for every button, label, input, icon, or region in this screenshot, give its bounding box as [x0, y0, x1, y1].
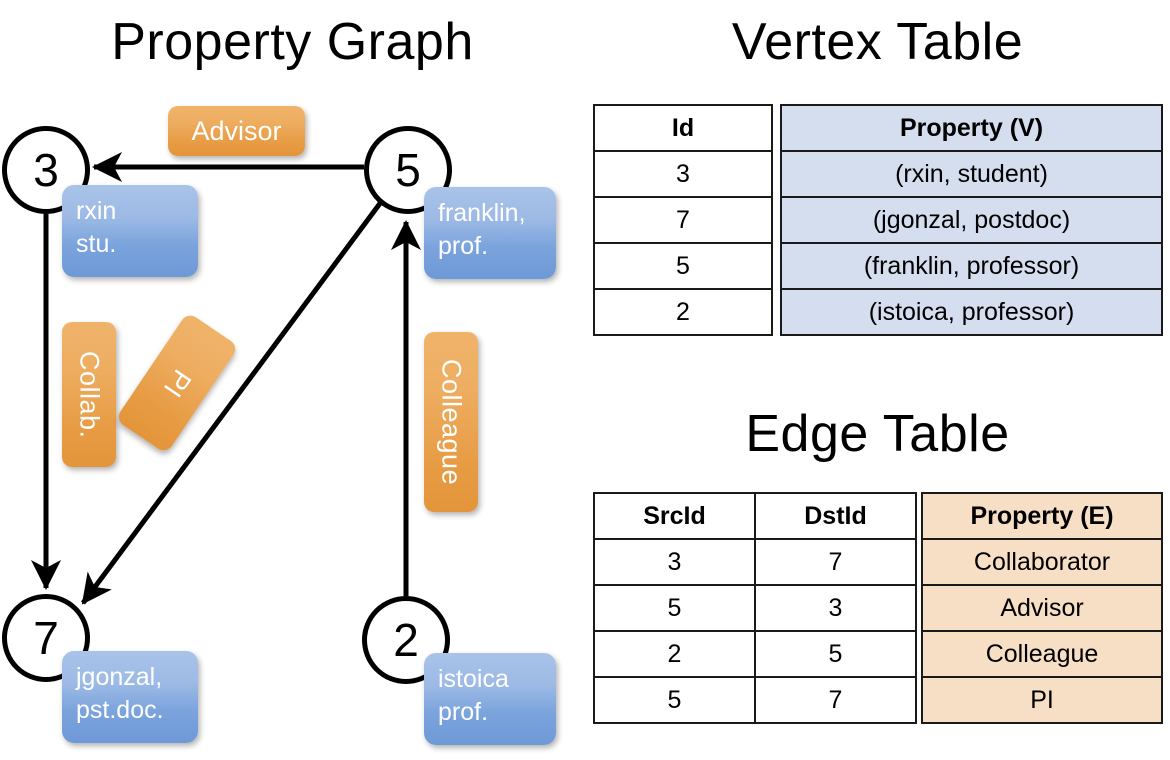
vertex-table-property-column: Property (V) (rxin, student) (jgonzal, p…: [780, 104, 1163, 336]
edge-label-advisor-text: Advisor: [191, 115, 282, 146]
node-property-box-2: istoica prof.: [424, 653, 556, 745]
edge-dstid-cell: 5: [754, 630, 917, 678]
edge-table-id-columns: SrcId DstId 3 7 5 3 2 5 5 7: [593, 492, 917, 724]
table-row: 7: [593, 196, 773, 244]
graph-node-2-id: 2: [393, 614, 419, 666]
vertex-id-cell: 2: [593, 288, 773, 336]
edge-line-5-to-7: [80, 200, 384, 605]
vertex-property-cell: (rxin, student): [780, 150, 1163, 198]
vertex-id-cell: 3: [593, 150, 773, 198]
node-property-7-line1: jgonzal,: [76, 663, 163, 691]
table-row: (istoica, professor): [780, 288, 1163, 336]
page-title-property-graph: Property Graph: [111, 13, 474, 71]
node-property-5-line2: prof.: [438, 232, 489, 260]
node-property-7-line2: pst.doc.: [76, 696, 164, 724]
table-row: 3: [593, 150, 773, 198]
table-row: 5 7: [593, 676, 917, 724]
node-property-3-line1: rxin: [76, 197, 117, 225]
edge-property-cell: Colleague: [921, 630, 1163, 678]
node-property-2-line2: prof.: [438, 698, 489, 726]
edge-label-advisor: Advisor: [168, 106, 305, 156]
property-graph-diagram: Advisor Collab. PI Colleague 3 5 7 2 rxi…: [2, 106, 556, 745]
vertex-table-id-column: Id 3 7 5 2: [593, 104, 773, 336]
vertex-id-cell: 5: [593, 242, 773, 290]
edge-property-cell: Collaborator: [921, 538, 1163, 586]
table-row: Colleague: [921, 630, 1163, 678]
table-row: Collaborator: [921, 538, 1163, 586]
node-property-5-line1: franklin,: [438, 199, 526, 227]
graph-node-5-id: 5: [395, 144, 421, 196]
edge-table-header-dstid: DstId: [754, 492, 917, 540]
edge-dstid-cell: 7: [754, 538, 917, 586]
table-header-row: Property (E): [921, 492, 1163, 540]
node-property-box-5: franklin, prof.: [424, 187, 556, 279]
edge-srcid-cell: 5: [593, 584, 756, 632]
edge-table-header-srcid: SrcId: [593, 492, 756, 540]
edge-dstid-cell: 7: [754, 676, 917, 724]
vertex-table-header-id: Id: [593, 104, 773, 152]
edge-srcid-cell: 2: [593, 630, 756, 678]
table-row: 3 7: [593, 538, 917, 586]
node-property-2-line1: istoica: [438, 665, 509, 693]
table-row: (rxin, student): [780, 150, 1163, 198]
edge-dstid-cell: 3: [754, 584, 917, 632]
edge-label-collab-text: Collab.: [74, 350, 105, 439]
node-property-box-7: jgonzal, pst.doc.: [62, 651, 198, 743]
page-title-vertex-table: Vertex Table: [731, 13, 1024, 71]
table-row: PI: [921, 676, 1163, 724]
edge-srcid-cell: 3: [593, 538, 756, 586]
node-property-3-line2: stu.: [76, 230, 117, 258]
graph-node-2[interactable]: 2: [362, 596, 450, 684]
edge-srcid-cell: 5: [593, 676, 756, 724]
vertex-id-cell: 7: [593, 196, 773, 244]
table-row: Advisor: [921, 584, 1163, 632]
edge-table-property-column: Property (E) Collaborator Advisor Collea…: [921, 492, 1163, 724]
vertex-property-cell: (jgonzal, postdoc): [780, 196, 1163, 244]
graph-node-7-id: 7: [33, 612, 59, 664]
edge-label-collab: Collab.: [62, 322, 116, 467]
graph-node-5[interactable]: 5: [364, 126, 452, 214]
edge-label-colleague-text: Colleague: [436, 358, 467, 486]
table-row: (jgonzal, postdoc): [780, 196, 1163, 244]
edge-label-pi-text: PI: [157, 363, 198, 403]
edge-property-cell: Advisor: [921, 584, 1163, 632]
table-header-row: SrcId DstId: [593, 492, 917, 540]
page-title-edge-table: Edge Table: [745, 405, 1010, 463]
node-property-box-3: rxin stu.: [62, 185, 198, 277]
table-row: 5: [593, 242, 773, 290]
edge-property-cell: PI: [921, 676, 1163, 724]
vertex-property-cell: (franklin, professor): [780, 242, 1163, 290]
table-row: (franklin, professor): [780, 242, 1163, 290]
table-row: 5 3: [593, 584, 917, 632]
vertex-table-header-property: Property (V): [780, 104, 1163, 152]
table-row: 2 5: [593, 630, 917, 678]
edge-table-header-property: Property (E): [921, 492, 1163, 540]
table-header-row: Property (V): [780, 104, 1163, 152]
graph-edges-svg: [31, 152, 421, 605]
edge-label-colleague: Colleague: [424, 332, 478, 512]
graph-node-3-id: 3: [33, 144, 59, 196]
vertex-property-cell: (istoica, professor): [780, 288, 1163, 336]
table-header-row: Id: [593, 104, 773, 152]
table-row: 2: [593, 288, 773, 336]
